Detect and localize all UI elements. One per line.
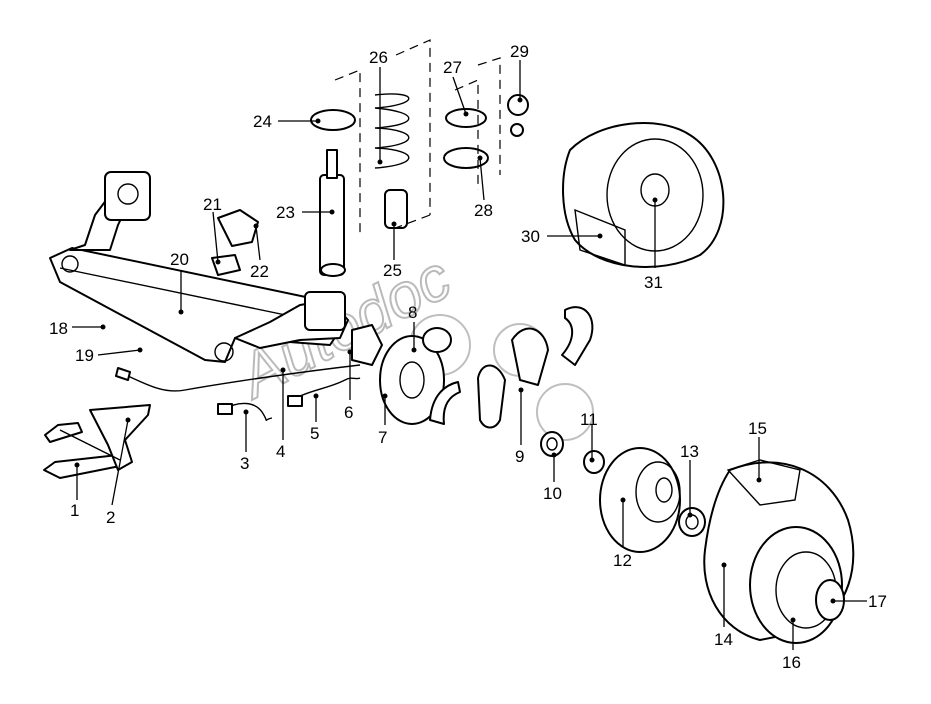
callout-24: 24	[253, 112, 272, 131]
callout-3: 3	[240, 454, 249, 473]
callout-25: 25	[383, 261, 402, 280]
brake-hose-part	[217, 377, 361, 421]
callout-28: 28	[474, 201, 493, 220]
handbrake-lever-part	[43, 404, 151, 479]
leader-lines	[72, 60, 867, 650]
callout-labels: 1 2 3 4 5 6 7 8 9 10 11 12 13 14 15 16 1…	[49, 42, 887, 672]
callout-4: 4	[276, 442, 285, 461]
callout-9: 9	[515, 447, 524, 466]
assembly-guides	[334, 39, 501, 235]
brake-shoes-part	[429, 306, 594, 429]
callout-14: 14	[714, 630, 733, 649]
callout-5: 5	[310, 424, 319, 443]
callout-30: 30	[521, 227, 540, 246]
brake-drum-part	[599, 447, 681, 553]
callout-13: 13	[680, 442, 699, 461]
callout-21: 21	[203, 195, 222, 214]
callout-16: 16	[782, 653, 801, 672]
callout-2: 2	[106, 508, 115, 527]
spare-wheel-part	[562, 122, 725, 268]
callout-18: 18	[49, 319, 68, 338]
wheel-tyre-part	[703, 459, 855, 644]
callout-20: 20	[170, 250, 189, 269]
coil-spring-part	[310, 93, 529, 229]
callout-10: 10	[543, 484, 562, 503]
callout-29: 29	[510, 42, 529, 61]
callout-8: 8	[408, 303, 417, 322]
wheel-bearing-part	[540, 431, 706, 537]
callout-11: 11	[580, 410, 598, 429]
shock-absorber-part	[211, 149, 346, 277]
brake-cable-part	[115, 364, 361, 392]
backing-plate-part	[351, 324, 452, 425]
callout-19: 19	[75, 346, 94, 365]
axle-beam-part	[49, 171, 349, 363]
callout-1: 1	[70, 501, 79, 520]
callout-23: 23	[276, 203, 295, 222]
callout-31: 31	[644, 273, 663, 292]
callout-15: 15	[748, 419, 767, 438]
callout-22: 22	[250, 262, 269, 281]
callout-17: 17	[868, 592, 887, 611]
callout-26: 26	[369, 48, 388, 67]
callout-27: 27	[443, 58, 462, 77]
callout-12: 12	[613, 551, 632, 570]
callout-7: 7	[378, 428, 387, 447]
callout-6: 6	[344, 403, 353, 422]
